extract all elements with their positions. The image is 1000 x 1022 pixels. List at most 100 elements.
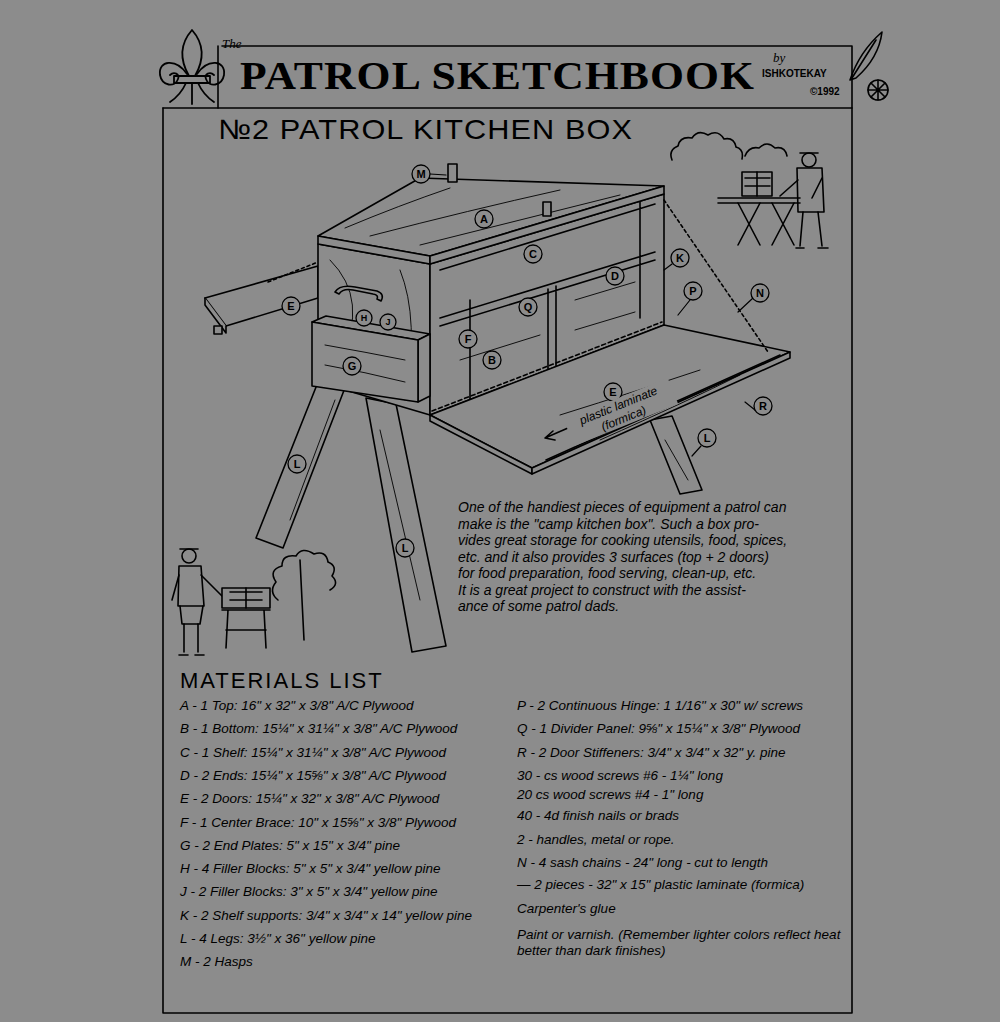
- scout-at-kitchen-box: [742, 172, 772, 196]
- scout-with-box: [179, 624, 204, 655]
- scout-with-box: [180, 548, 198, 550]
- materials-item: 30 - cs wood screws #6 - 1¼" long: [517, 768, 723, 783]
- materials-item: J - 2 Filler Blocks: 3" x 5" x 3/4" yell…: [180, 884, 437, 899]
- scout-with-box: [182, 549, 196, 563]
- kitchen-box: [430, 415, 532, 474]
- callout-circle: [412, 165, 430, 183]
- callout-letter: A: [480, 213, 488, 225]
- callout-circle: [684, 282, 702, 300]
- kitchen-box: [418, 334, 430, 402]
- scout-with-box: [172, 575, 222, 600]
- author-credit: ©1992: [810, 86, 840, 97]
- leader-line: [430, 174, 755, 456]
- callout-letter: D: [611, 270, 619, 282]
- materials-item: 2 - handles, metal or rope.: [517, 832, 675, 847]
- kitchen-box: [205, 266, 318, 326]
- materials-item: 40 - 4d finish nails or brads: [517, 808, 679, 823]
- callout-letter: L: [704, 432, 711, 444]
- header-note: by: [773, 50, 785, 66]
- kitchen-box: [545, 428, 568, 440]
- leader-line: [738, 298, 753, 312]
- fleur-de-lis: [174, 76, 210, 83]
- section-heading: MATERIALS LIST: [180, 668, 384, 694]
- materials-item: N - 4 sash chains - 24" long - cut to le…: [517, 855, 768, 870]
- page-frame: [163, 107, 852, 109]
- leader-line: [430, 174, 446, 175]
- signature-feather: [868, 80, 888, 100]
- callout-letter: L: [294, 458, 301, 470]
- callout-circle: [475, 210, 493, 228]
- kitchen-box: [335, 286, 382, 301]
- callout-letter: C: [529, 248, 537, 260]
- materials-item: Paint or varnish. (Remember lighter colo…: [517, 927, 847, 958]
- scout-at-kitchen-box: [671, 133, 787, 160]
- scout-with-box: [178, 566, 204, 606]
- kitchen-box: [325, 345, 405, 382]
- callout-letter: L: [402, 542, 409, 554]
- kitchen-box: [448, 164, 457, 182]
- description-text: One of the handiest pieces of equipment …: [458, 499, 786, 515]
- kitchen-box: [312, 322, 418, 402]
- page-title: PATROL SKETCHBOOK: [240, 52, 755, 99]
- kitchen-box: [318, 236, 430, 264]
- illustration: [160, 30, 888, 1013]
- callout-letter: E: [287, 300, 294, 312]
- scout-with-box: [230, 588, 262, 608]
- scout-at-kitchen-box: [671, 133, 828, 248]
- signature-feather: [852, 40, 876, 78]
- callout-circle: [483, 351, 501, 369]
- callout-circle: [282, 297, 300, 315]
- page-subtitle: №2 PATROL KITCHEN BOX: [218, 114, 633, 146]
- materials-item: G - 2 End Plates: 5" x 15" x 3/4" pine: [180, 838, 400, 853]
- scout-at-kitchen-box: [738, 203, 794, 245]
- scout-with-box: [172, 549, 336, 655]
- signature-feather: [850, 32, 888, 100]
- fleur-de-lis: [170, 83, 214, 104]
- fleur-de-lis: [160, 30, 224, 104]
- scout-at-kitchen-box: [780, 178, 822, 198]
- callout-circle: [396, 539, 414, 557]
- materials-item: Q - 1 Divider Panel: 9⅝" x 15¼" x 3/8" P…: [517, 721, 800, 736]
- scout-with-box: [222, 610, 270, 648]
- materials-item: L - 4 Legs: 3½" x 36" yellow pine: [180, 931, 375, 946]
- materials-item: B - 1 Bottom: 15¼" x 31¼" x 3/8" A/C Ply…: [180, 721, 457, 736]
- callout-circle: [524, 245, 542, 263]
- materials-item: H - 4 Filler Blocks: 5" x 5" x 3/4" yell…: [180, 861, 440, 876]
- callout-circle: [380, 314, 396, 330]
- callout-letter: G: [348, 360, 357, 372]
- kitchen-box: [430, 186, 664, 264]
- callout-circle: [343, 357, 361, 375]
- callout-circle: [459, 330, 477, 348]
- callout-letter: Q: [524, 301, 533, 313]
- callout-letter: N: [756, 287, 764, 299]
- page-frame: [163, 46, 852, 1013]
- scout-with-box: [180, 606, 203, 624]
- leader-line: [678, 300, 690, 315]
- callout-circle: [751, 284, 769, 302]
- scout-at-kitchen-box: [745, 172, 770, 196]
- callout-letter: E: [609, 386, 616, 398]
- callout-circle: [698, 429, 716, 447]
- kitchen-box: [366, 398, 446, 652]
- scout-at-kitchen-box: [797, 168, 824, 212]
- leader-line: [664, 264, 672, 270]
- callout-circles: [282, 165, 772, 557]
- scout-at-kitchen-box: [718, 198, 800, 203]
- materials-item: R - 2 Door Stiffeners: 3/4" x 3/4" x 32"…: [517, 745, 786, 760]
- callout-letter: K: [676, 252, 684, 264]
- callout-letter: H: [361, 313, 368, 323]
- materials-item: C - 1 Shelf: 15¼" x 31¼" x 3/8" A/C Plyw…: [180, 745, 446, 760]
- page-frame: [163, 46, 852, 1013]
- callout-circle: [671, 249, 689, 267]
- materials-item: M - 2 Hasps: [180, 954, 253, 969]
- materials-item: — 2 pieces - 32" x 15" plastic laminate …: [517, 877, 804, 892]
- kitchen-box: [205, 164, 790, 652]
- callout-circle: [356, 310, 372, 326]
- callout-circle: [288, 455, 306, 473]
- kitchen-box: [650, 416, 702, 494]
- callout-circle: [519, 298, 537, 316]
- callout-letter: R: [759, 400, 767, 412]
- kitchen-box: [268, 262, 318, 282]
- callout-circle: [754, 397, 772, 415]
